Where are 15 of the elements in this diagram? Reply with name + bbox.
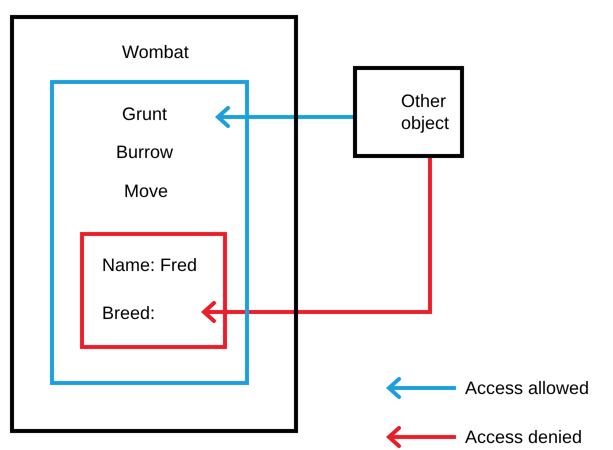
box-text: Other object xyxy=(401,90,450,134)
box-text: Grunt xyxy=(122,103,168,125)
arrow xyxy=(216,106,353,128)
outlined-box xyxy=(353,66,464,158)
outlined-box xyxy=(10,15,298,433)
outlined-box xyxy=(50,80,249,385)
box-text: Wombat xyxy=(122,41,189,63)
outlined-box xyxy=(80,232,227,349)
box-text: Breed: xyxy=(102,302,156,324)
legend-text: Access allowed xyxy=(465,377,590,399)
box-text: Name: Fred xyxy=(102,254,198,276)
box-text: Move xyxy=(124,180,168,202)
legend-text: Access denied xyxy=(465,426,582,448)
arrow xyxy=(202,158,432,323)
box-text: Burrow xyxy=(116,141,174,163)
